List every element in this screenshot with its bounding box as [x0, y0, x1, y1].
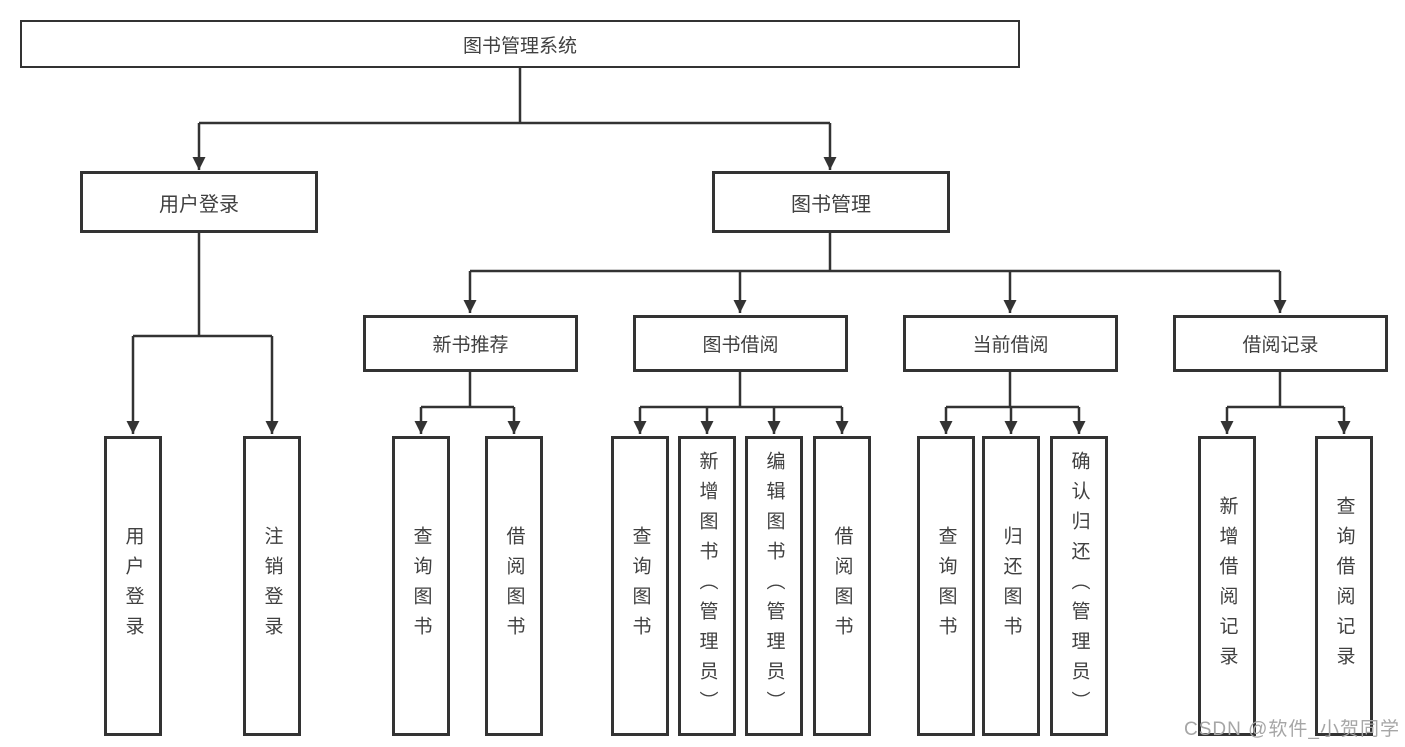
- node-label: 新书推荐: [432, 335, 509, 356]
- leaf-label: 编辑图书（管理员）: [763, 451, 785, 721]
- leaf-query-books-borrow: 查询图书: [611, 436, 669, 736]
- leaf-add-book-admin: 新增图书（管理员）: [678, 436, 736, 736]
- leaf-return-books: 归还图书: [982, 436, 1040, 736]
- connector-root-trunk: [199, 68, 830, 125]
- leaf-label: 新增借阅记录: [1216, 496, 1238, 676]
- leaf-label: 注销登录: [261, 526, 283, 646]
- connector-book-mgmt-trunk: [470, 233, 1280, 273]
- node-label: 借阅记录: [1242, 335, 1319, 356]
- leaf-user-login: 用户登录: [104, 436, 162, 736]
- leaf-label: 借阅图书: [831, 526, 853, 646]
- node-label: 当前借阅: [972, 335, 1049, 356]
- leaf-add-borrow-record: 新增借阅记录: [1198, 436, 1256, 736]
- node-book-management: 图书管理: [712, 171, 950, 233]
- leaf-label: 新增图书（管理员）: [696, 451, 718, 721]
- connector-current-borrow-trunk: [946, 372, 1079, 409]
- node-label: 图书借阅: [702, 335, 779, 356]
- node-label: 用户登录: [159, 193, 239, 216]
- node-library-management-system: 图书管理系统: [20, 20, 1020, 68]
- node-user-login: 用户登录: [80, 171, 318, 233]
- leaf-query-books-current: 查询图书: [917, 436, 975, 736]
- node-label: 图书管理: [791, 193, 871, 216]
- leaf-label: 查询图书: [629, 526, 651, 646]
- connector-book-borrow-trunk: [640, 372, 842, 409]
- node-new-book-recommend: 新书推荐: [363, 315, 578, 372]
- node-borrowing-records: 借阅记录: [1173, 315, 1388, 372]
- connector-borrow-records-trunk: [1227, 372, 1344, 409]
- node-book-borrowing: 图书借阅: [633, 315, 848, 372]
- node-current-borrowing: 当前借阅: [903, 315, 1118, 372]
- leaf-confirm-return-admin: 确认归还（管理员）: [1050, 436, 1108, 736]
- leaf-query-borrow-record: 查询借阅记录: [1315, 436, 1373, 736]
- leaf-label: 查询图书: [410, 526, 432, 646]
- leaf-label: 确认归还（管理员）: [1068, 451, 1090, 721]
- leaf-edit-book-admin: 编辑图书（管理员）: [745, 436, 803, 736]
- watermark: CSDN @软件_小贺同学: [1184, 719, 1400, 740]
- leaf-logout: 注销登录: [243, 436, 301, 736]
- connector-user-login-trunk: [133, 233, 272, 338]
- leaf-label: 借阅图书: [503, 526, 525, 646]
- leaf-query-books-recommend: 查询图书: [392, 436, 450, 736]
- leaf-borrow-books-recommend: 借阅图书: [485, 436, 543, 736]
- leaf-label: 查询借阅记录: [1333, 496, 1355, 676]
- leaf-label: 查询图书: [935, 526, 957, 646]
- node-label: 图书管理系统: [462, 35, 577, 57]
- leaf-label: 归还图书: [1000, 526, 1022, 646]
- leaf-borrow-books: 借阅图书: [813, 436, 871, 736]
- connector-new-books-trunk: [421, 372, 514, 409]
- leaf-label: 用户登录: [122, 526, 144, 646]
